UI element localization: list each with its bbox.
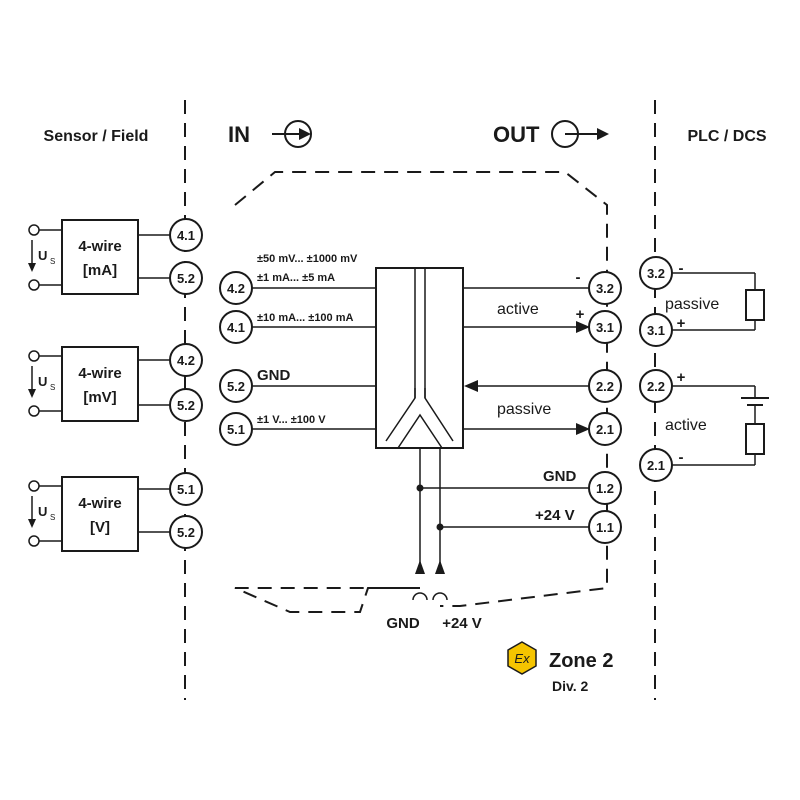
ex-div-label: Div. 2 (552, 678, 589, 694)
ex-zone-label: Zone 2 (549, 650, 613, 672)
sensor-mv-type: 4-wire (78, 365, 121, 382)
plc-passive-circuit (672, 272, 765, 331)
isolator-block (375, 267, 464, 449)
sensor-mv-us-sub: S (50, 383, 55, 392)
output-terminal-2-2: 2.2 (596, 379, 614, 394)
input-range-ma-high: ±10 mA... ±100 mA (257, 312, 354, 324)
output-terminal-2-1: 2.1 (596, 422, 614, 437)
out-heading: OUT (493, 122, 540, 147)
sensor-ma-terminal-2: 5.2 (177, 271, 195, 286)
sensor-mv-terminal-2: 5.2 (177, 398, 195, 413)
sensor-mv-terminal-1: 4.2 (177, 353, 195, 368)
sensor-field-heading: Sensor / Field (44, 128, 149, 145)
plc-active-circuit (672, 385, 769, 466)
sensor-ma: U S 4-wire [mA] 4.1 5.2 (28, 218, 203, 295)
input-terminal-4-2: 4.2 (227, 281, 245, 296)
input-range-mv: ±50 mV... ±1000 mV (257, 253, 358, 265)
sensor-v-terminal-1: 5.1 (177, 482, 195, 497)
sensor-mv: U S 4-wire [mV] 4.2 5.2 (28, 343, 203, 422)
input-terminal-5-2: 5.2 (227, 379, 245, 394)
input-range-v: ±1 V... ±100 V (257, 414, 326, 426)
sensor-ma-type: 4-wire (78, 238, 121, 255)
plc-active-label: active (665, 417, 707, 434)
output-terminal-1-1: 1.1 (596, 520, 614, 535)
sensor-ma-us-label: U (38, 248, 47, 263)
ex-hexagon-icon: Ex (507, 641, 537, 675)
input-terminal-5-1: 5.1 (227, 422, 245, 437)
plc-2-1-sign: - (679, 449, 684, 466)
sensor-ma-us-sub: S (50, 257, 55, 266)
output-active-label: active (497, 301, 539, 318)
output-gnd-label: GND (543, 468, 577, 485)
plc-terminal-3-2: 3.2 (647, 266, 665, 281)
output-lines (420, 287, 590, 528)
sensor-mv-unit: [mV] (83, 389, 116, 406)
sensor-v: U S 4-wire [V] 5.1 5.2 (28, 472, 203, 552)
plc-terminal-2-1: 2.1 (647, 458, 665, 473)
sensor-ma-unit: [mA] (83, 262, 117, 279)
sensor-v-terminal-2: 5.2 (177, 525, 195, 540)
input-terminal-4-1: 4.1 (227, 320, 245, 335)
output-passive-label: passive (497, 401, 551, 418)
input-lines (252, 287, 376, 430)
sensor-ma-terminal-1: 4.1 (177, 228, 195, 243)
output-terminal-3-1: 3.1 (596, 320, 614, 335)
plc-3-1-sign: + (677, 315, 686, 332)
sensor-v-unit: [V] (90, 519, 110, 536)
output-plus-sign: + (576, 306, 585, 323)
power-gnd-label: GND (386, 615, 420, 632)
output-terminal-1-2: 1.2 (596, 481, 614, 496)
sensor-v-type: 4-wire (78, 495, 121, 512)
sensor-mv-us-label: U (38, 374, 47, 389)
input-range-ma-low: ±1 mA... ±5 mA (257, 272, 335, 284)
out-arrow-icon (551, 120, 609, 148)
module-outline (234, 171, 608, 613)
power-rails (412, 448, 448, 601)
ex-symbol: Ex (514, 651, 530, 666)
output-terminal-3-2: 3.2 (596, 281, 614, 296)
in-arrow-icon (272, 120, 312, 148)
sensor-v-us-sub: S (50, 513, 55, 522)
plc-dcs-heading: PLC / DCS (687, 128, 766, 145)
plc-terminal-3-1: 3.1 (647, 323, 665, 338)
plc-2-2-sign: + (677, 369, 686, 386)
output-minus-sign: - (576, 269, 581, 286)
in-heading: IN (228, 122, 250, 147)
plc-terminal-2-2: 2.2 (647, 379, 665, 394)
plc-3-2-sign: - (679, 260, 684, 277)
input-gnd-label: GND (257, 367, 291, 384)
sensor-v-us-label: U (38, 504, 47, 519)
output-24v-label: +24 V (535, 507, 575, 524)
plc-passive-label: passive (665, 296, 719, 313)
power-24v-label: +24 V (442, 615, 482, 632)
